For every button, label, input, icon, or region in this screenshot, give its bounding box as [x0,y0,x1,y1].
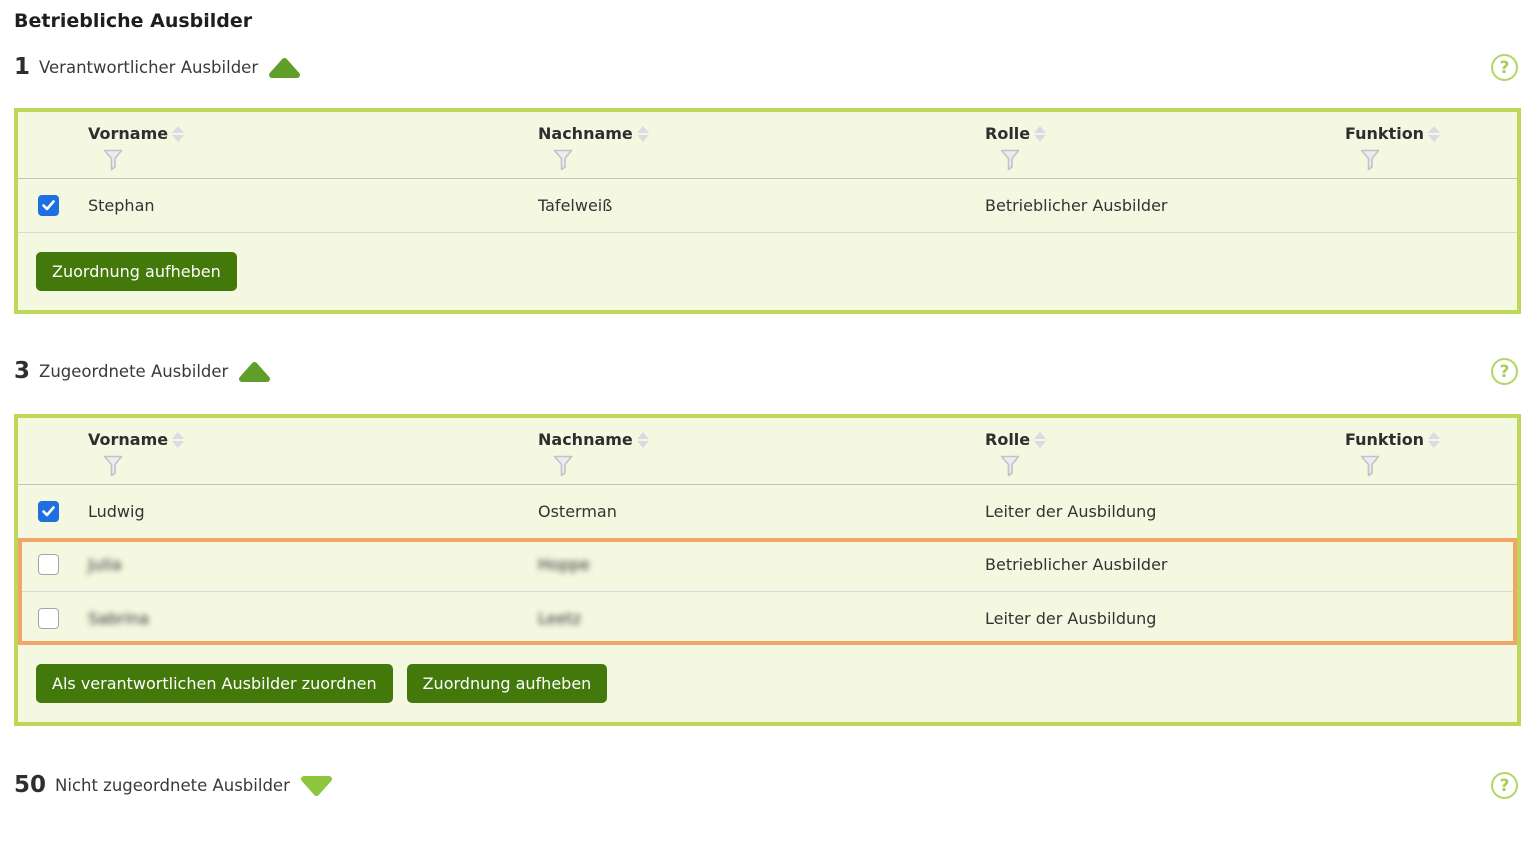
row-checkbox[interactable] [38,608,59,629]
section-header: 3 Zugeordnete Ausbilder ? [14,358,1521,385]
cell-nachname: Hoppe [538,555,590,574]
cell-nachname: Osterman [538,502,617,521]
section-count: 1 [14,54,31,80]
table-row: Stephan Tafelweiß Betrieblicher Ausbilde… [18,179,1517,232]
column-header-nachname: Nachname [538,124,985,172]
sort-arrows-icon[interactable] [1034,126,1047,142]
column-header-rolle: Rolle [985,124,1345,172]
collapse-triangle-up-icon[interactable] [238,361,271,383]
section-verantwortlicher-ausbilder: 1 Verantwortlicher Ausbilder ? Vorname [14,54,1521,314]
checkbox-column-header [18,430,88,478]
section-label: Verantwortlicher Ausbilder [39,58,259,77]
row-checkbox[interactable] [38,501,59,522]
sort-funktion[interactable]: Funktion [1345,124,1425,143]
cell-nachname: Leetz [538,609,581,628]
section-count: 3 [14,358,31,384]
expand-triangle-down-icon[interactable] [300,775,333,797]
cell-nachname: Tafelweiß [538,196,613,215]
help-icon[interactable]: ? [1491,358,1518,385]
filter-funnel-icon[interactable] [999,454,1021,478]
filter-funnel-icon[interactable] [552,454,574,478]
section-header: 50 Nicht zugeordnete Ausbilder ? [14,772,1521,799]
row-checkbox[interactable] [38,554,59,575]
cell-rolle: Betrieblicher Ausbilder [985,196,1168,215]
cell-vorname: Ludwig [88,502,145,521]
section-label: Zugeordnete Ausbilder [39,362,229,381]
cell-vorname: Julia [88,555,122,574]
checkbox-column-header [18,124,88,172]
sort-arrows-icon[interactable] [1034,432,1047,448]
table-actions: Als verantwortlichen Ausbilder zuordnen … [18,645,1517,722]
table-row: Julia Hoppe Betrieblicher Ausbilder [18,538,1517,591]
sort-arrows-icon[interactable] [172,126,185,142]
cell-rolle: Leiter der Ausbildung [985,609,1157,628]
table-header-row: Vorname Nachname Rolle [18,112,1517,179]
sort-arrows-icon[interactable] [1428,126,1441,142]
section-header: 1 Verantwortlicher Ausbilder ? [14,54,1521,81]
section-label: Nicht zugeordnete Ausbilder [55,776,290,795]
sort-arrows-icon[interactable] [172,432,185,448]
assign-as-responsible-button[interactable]: Als verantwortlichen Ausbilder zuordnen [36,664,393,703]
filter-funnel-icon[interactable] [999,148,1021,172]
sort-vorname[interactable]: Vorname [88,124,169,143]
column-header-vorname: Vorname [88,124,538,172]
sort-arrows-icon[interactable] [636,126,649,142]
sort-rolle[interactable]: Rolle [985,430,1031,449]
cell-vorname: Sabrina [88,609,150,628]
sort-rolle[interactable]: Rolle [985,124,1031,143]
sort-arrows-icon[interactable] [636,432,649,448]
column-header-rolle: Rolle [985,430,1345,478]
responsible-trainer-table: Vorname Nachname Rolle [14,108,1521,314]
section-zugeordnete-ausbilder: 3 Zugeordnete Ausbilder ? Vorname [14,358,1521,726]
section-count: 50 [14,772,47,798]
filter-funnel-icon[interactable] [552,148,574,172]
highlighted-row-group: Julia Hoppe Betrieblicher Ausbilder Sabr… [18,538,1517,645]
filter-funnel-icon[interactable] [1359,148,1381,172]
filter-funnel-icon[interactable] [1359,454,1381,478]
sort-funktion[interactable]: Funktion [1345,430,1425,449]
sort-nachname[interactable]: Nachname [538,430,633,449]
collapse-triangle-up-icon[interactable] [268,57,301,79]
assigned-trainers-table: Vorname Nachname Rolle [14,414,1521,726]
filter-funnel-icon[interactable] [102,148,124,172]
cell-vorname: Stephan [88,196,155,215]
row-checkbox[interactable] [38,195,59,216]
help-icon[interactable]: ? [1491,772,1518,799]
cell-rolle: Betrieblicher Ausbilder [985,555,1168,574]
filter-funnel-icon[interactable] [102,454,124,478]
help-icon[interactable]: ? [1491,54,1518,81]
table-row: Ludwig Osterman Leiter der Ausbildung [18,485,1517,538]
column-header-nachname: Nachname [538,430,985,478]
page-title: Betriebliche Ausbilder [14,10,253,32]
table-row: Sabrina Leetz Leiter der Ausbildung [18,591,1517,645]
remove-assignment-button[interactable]: Zuordnung aufheben [406,664,608,703]
cell-rolle: Leiter der Ausbildung [985,502,1157,521]
column-header-funktion: Funktion [1345,430,1517,478]
sort-nachname[interactable]: Nachname [538,124,633,143]
remove-assignment-button[interactable]: Zuordnung aufheben [36,252,237,291]
column-header-funktion: Funktion [1345,124,1517,172]
sort-arrows-icon[interactable] [1428,432,1441,448]
page: Betriebliche Ausbilder 1 Verantwortliche… [14,10,1521,799]
column-header-vorname: Vorname [88,430,538,478]
table-actions: Zuordnung aufheben [18,232,1517,310]
section-nicht-zugeordnete-ausbilder: 50 Nicht zugeordnete Ausbilder ? [14,772,1521,799]
table-header-row: Vorname Nachname Rolle [18,418,1517,485]
sort-vorname[interactable]: Vorname [88,430,169,449]
